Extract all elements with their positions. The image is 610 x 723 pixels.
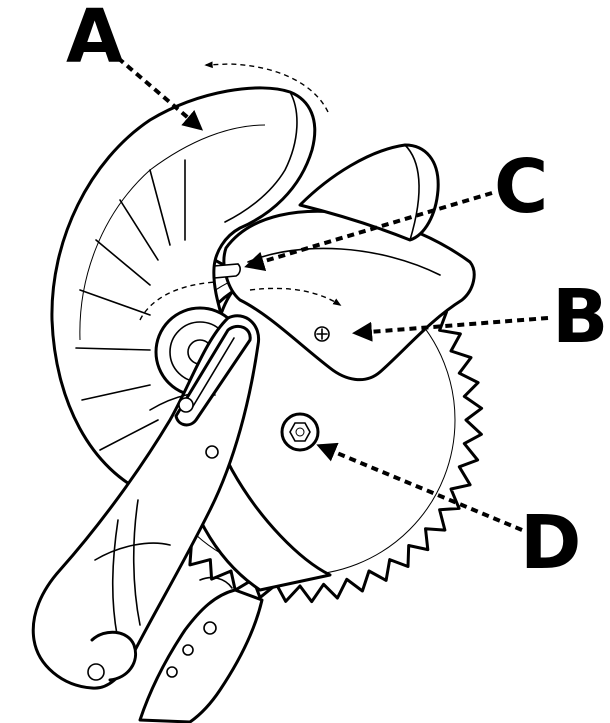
arbor-bolt	[282, 414, 318, 450]
callout-b: B	[552, 274, 608, 360]
callout-a: A	[66, 0, 123, 80]
callout-d: D	[520, 500, 581, 586]
callout-c: C	[494, 144, 548, 230]
guard-screw	[315, 327, 329, 341]
guard-slot	[214, 264, 240, 278]
